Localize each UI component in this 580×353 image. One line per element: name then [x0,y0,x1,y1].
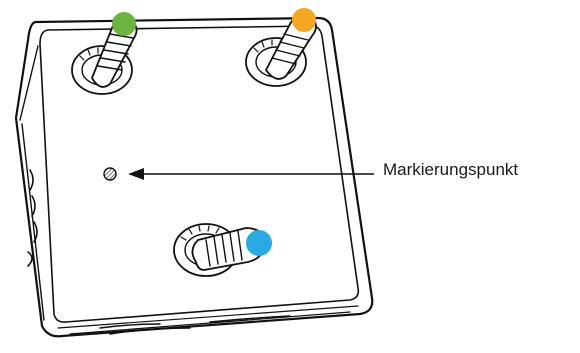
box-top-face [39,25,360,323]
box-bottom-texture [99,315,291,335]
green-knob-cap [112,12,136,36]
orange-knob-ribs [271,33,309,65]
box-bottom-bevel [57,305,359,335]
orange-knob-cap [292,8,316,32]
orange-knob [245,8,317,87]
blue-knob-ribs [205,230,243,267]
green-knob-ribs [97,33,134,71]
box-outer-outline [14,16,374,338]
blue-knob-ticks [180,225,220,241]
callout-arrow [128,168,374,180]
device-box [14,16,374,338]
box-side-vents [27,169,38,267]
marker-point [103,167,117,181]
blue-knob [173,223,272,277]
marker-point-label: Markierungspunkt [383,160,519,179]
green-knob [71,12,138,95]
callout-arrow-head [128,168,144,180]
box-left-face [19,45,45,321]
blue-knob-cap [246,230,272,256]
